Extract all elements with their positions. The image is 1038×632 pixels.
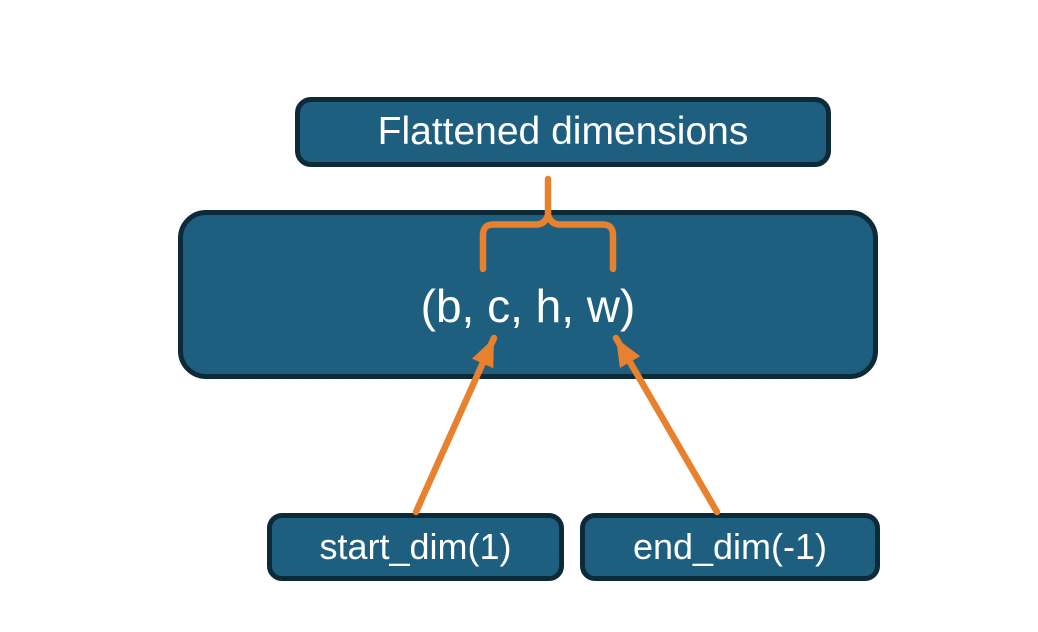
start-dim-label: start_dim(1) — [319, 526, 512, 567]
node-flattened-dimensions: Flattened dimensions — [295, 97, 831, 167]
flattened-dimensions-label: Flattened dimensions — [377, 110, 749, 153]
end-dim-label: end_dim(-1) — [632, 526, 828, 567]
node-start-dim: start_dim(1) — [267, 513, 564, 581]
node-tensor-shape: (b, c, h, w) — [178, 210, 878, 379]
tensor-shape-label: (b, c, h, w) — [420, 279, 636, 332]
node-end-dim: end_dim(-1) — [580, 513, 880, 581]
